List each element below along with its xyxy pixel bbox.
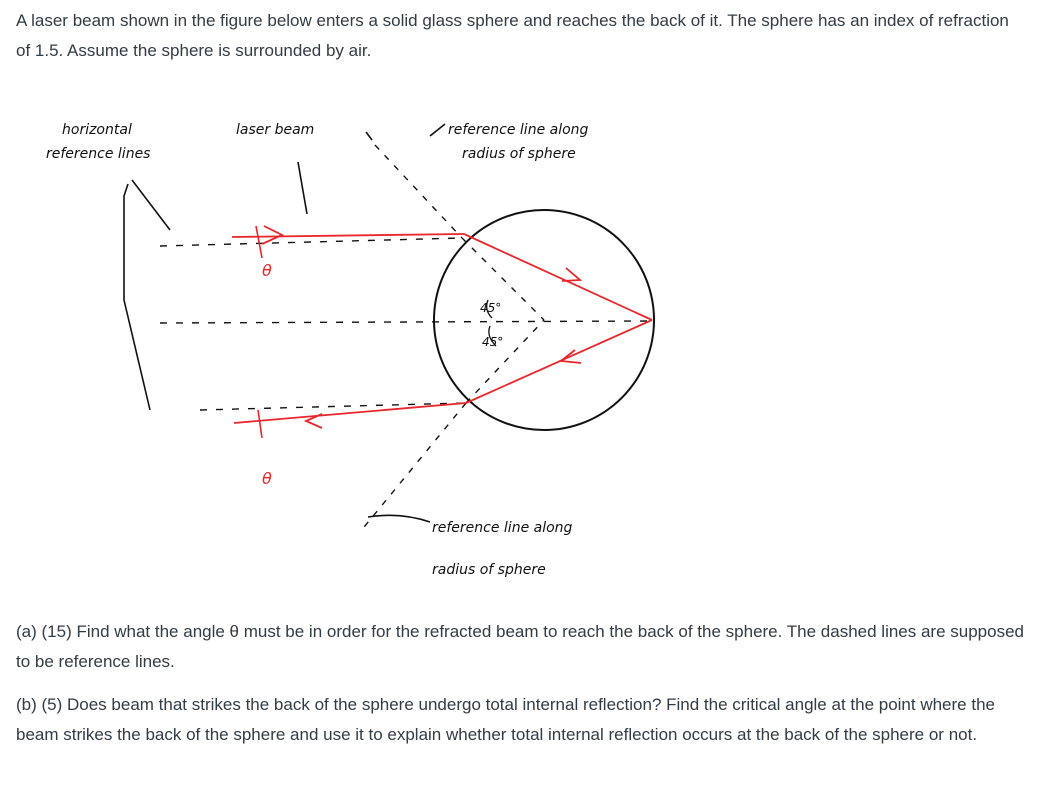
- reference-bottom-label-line2: radius of sphere: [432, 562, 546, 578]
- label-pointers: [297, 123, 446, 523]
- reference-bracket: [123, 179, 171, 411]
- angle-top-label: 45°: [480, 301, 501, 315]
- theta-markers: [255, 225, 263, 439]
- problem-intro: A laser beam shown in the figure below e…: [16, 11, 1009, 60]
- beam-arrowheads: [261, 225, 583, 429]
- laser-beam-label: laser beam: [236, 122, 314, 138]
- question-part-a: (a) (15) Find what the angle θ must be i…: [16, 622, 1024, 671]
- angle-marks: [486, 299, 497, 347]
- glass-sphere: [433, 209, 655, 431]
- reference-top-label-line1: reference line along: [448, 122, 589, 138]
- horizontal-label-line1: horizontal: [62, 122, 132, 138]
- horizontal-reference-lines: [159, 237, 651, 411]
- angle-bottom-label: 45°: [482, 335, 503, 349]
- radial-reference-lines: [359, 144, 545, 533]
- question-part-b: (b) (5) Does beam that strikes the back …: [16, 695, 995, 744]
- laser-sphere-figure: horizontal reference lines laser beam re…: [46, 122, 655, 578]
- reference-bottom-label-line1: reference line along: [432, 520, 573, 536]
- laser-beam-path: [231, 233, 653, 424]
- theta-top-label: θ: [262, 261, 272, 280]
- reference-top-label-line2: radius of sphere: [462, 146, 576, 162]
- horizontal-label-line2: reference lines: [46, 146, 150, 162]
- theta-bottom-label: θ: [262, 469, 272, 488]
